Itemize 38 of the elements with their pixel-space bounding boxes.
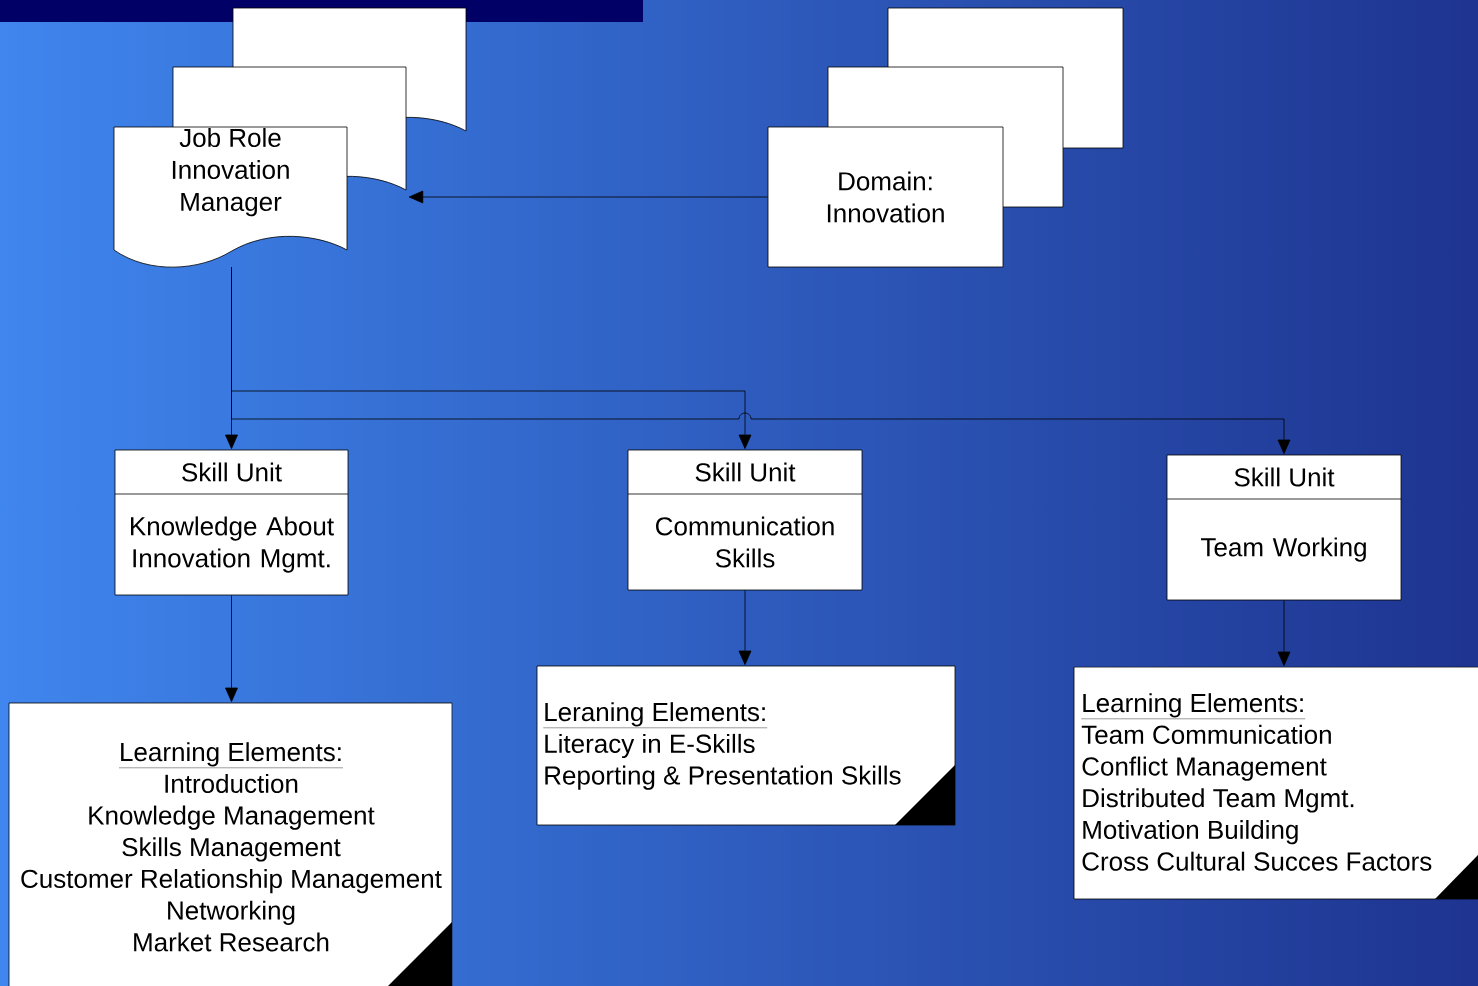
list-item: Cross Cultural Succes Factors xyxy=(1082,851,1432,871)
note-box xyxy=(536,665,956,826)
list-item: Motivation Building xyxy=(1083,820,1298,845)
heading: Learning Elements: xyxy=(1081,693,1306,719)
list-item: Skills Management xyxy=(122,837,341,862)
arrow xyxy=(738,590,752,665)
list-item: Literacy in E-Skills xyxy=(545,733,755,759)
note-box xyxy=(1073,666,1478,900)
heading: Learning Elements: xyxy=(118,742,344,768)
node-label: Domain: Innovation xyxy=(827,171,944,223)
node-label: Innovation Manager xyxy=(172,160,289,217)
skill-unit-box xyxy=(1166,454,1402,601)
skill-unit-box xyxy=(114,449,349,596)
unit-title: Team Working xyxy=(1201,537,1366,562)
card-stack: Domain: Innovation xyxy=(767,7,1124,268)
heading: Skill Unit xyxy=(1234,467,1335,487)
arrow xyxy=(225,595,238,702)
unit-title: Communication Skills xyxy=(656,516,834,568)
node-label: Job Role xyxy=(179,128,281,148)
list-item: Team Communication xyxy=(1081,724,1331,744)
skill-unit-box xyxy=(627,449,863,591)
list-item: Customer Relationship Management xyxy=(21,869,442,894)
heading: Leraning Elements: xyxy=(543,702,768,728)
list-item: Conflict Management xyxy=(1082,756,1327,781)
list-item: Knowledge Management xyxy=(89,805,375,830)
document-stack: Job Role Innovation Manager xyxy=(113,7,467,268)
list-item: Distributed Team Mgmt. xyxy=(1083,788,1354,813)
arrow xyxy=(1277,600,1291,666)
arrow xyxy=(408,190,768,204)
unit-title: Knowledge About Innovation Mgmt. xyxy=(131,516,334,573)
list-item: Reporting & Presentation Skills xyxy=(545,765,901,790)
arrow xyxy=(231,266,1291,454)
heading: Skill Unit xyxy=(695,462,796,482)
list-item: Market Research xyxy=(134,932,329,952)
list-item: Introduction xyxy=(165,773,298,793)
list-item: Networking xyxy=(168,900,295,925)
note-box xyxy=(8,702,453,986)
heading: Skill Unit xyxy=(182,462,282,482)
